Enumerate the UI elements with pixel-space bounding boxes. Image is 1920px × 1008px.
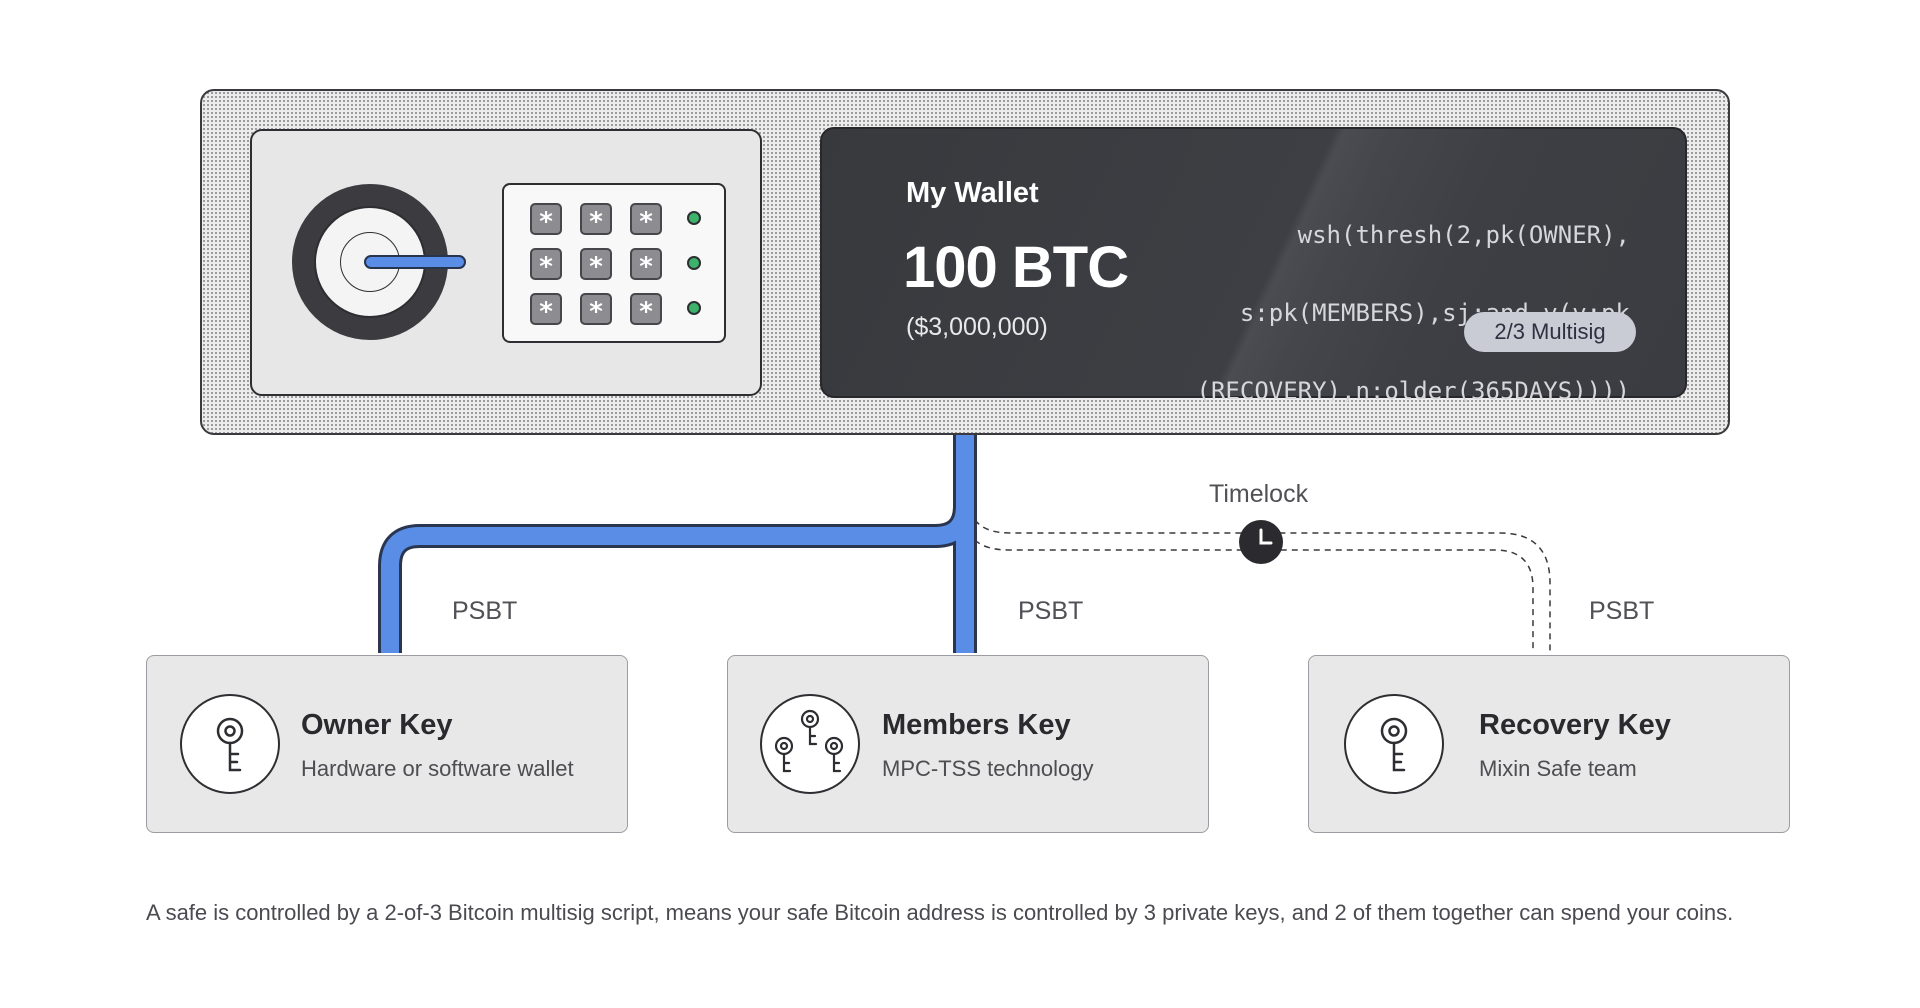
owner-path [381, 505, 974, 653]
wallet-script-line: (RECOVERY),n:older(365DAYS)))) [1196, 377, 1630, 405]
recovery-key-subtitle: Mixin Safe team [1479, 756, 1637, 781]
wallet-card [820, 127, 1687, 398]
wallet-balance: 100 BTC [903, 235, 1129, 300]
multi-key-icon [760, 694, 860, 794]
footer-description: A safe is controlled by a 2-of-3 Bitcoin… [146, 900, 1734, 925]
status-led-icon [687, 211, 701, 225]
owner-key-card [146, 655, 628, 833]
clock-icon [1239, 520, 1283, 564]
status-led-icon [687, 256, 701, 270]
key-icon [180, 694, 280, 794]
wallet-title: My Wallet [906, 177, 1039, 209]
owner-key-title: Owner Key [301, 709, 453, 741]
recovery-path-outer [974, 519, 1551, 653]
keypad-key: * [530, 248, 562, 282]
keypad-key: * [630, 248, 662, 282]
recovery-path-inner [974, 539, 1534, 653]
owner-psbt-label: PSBT [452, 597, 518, 625]
members-psbt-label: PSBT [1018, 597, 1084, 625]
key-icon [1344, 694, 1444, 794]
keypad-key: * [530, 293, 562, 327]
keypad-key: * [530, 203, 562, 237]
keypad-key: * [630, 203, 662, 237]
owner-key-subtitle: Hardware or software wallet [301, 756, 574, 781]
keypad-key: * [580, 293, 612, 327]
members-key-title: Members Key [882, 709, 1071, 741]
wallet-fiat-value: ($3,000,000) [906, 313, 1048, 341]
keypad-key: * [580, 203, 612, 237]
timelock-label: Timelock [1209, 480, 1309, 508]
wallet-script-line: wsh(thresh(2,pk(OWNER), [1297, 221, 1630, 249]
status-led-icon [687, 301, 701, 315]
keypad-key: * [630, 293, 662, 327]
recovery-key-title: Recovery Key [1479, 709, 1671, 741]
multisig-badge: 2/3 Multisig [1464, 312, 1636, 352]
recovery-psbt-label: PSBT [1589, 597, 1655, 625]
wallet-script: wsh(thresh(2,pk(OWNER), s:pk(MEMBERS),sj… [1150, 177, 1630, 450]
members-key-subtitle: MPC-TSS technology [882, 756, 1094, 781]
safe-handle [364, 255, 466, 269]
keypad-key: * [580, 248, 612, 282]
